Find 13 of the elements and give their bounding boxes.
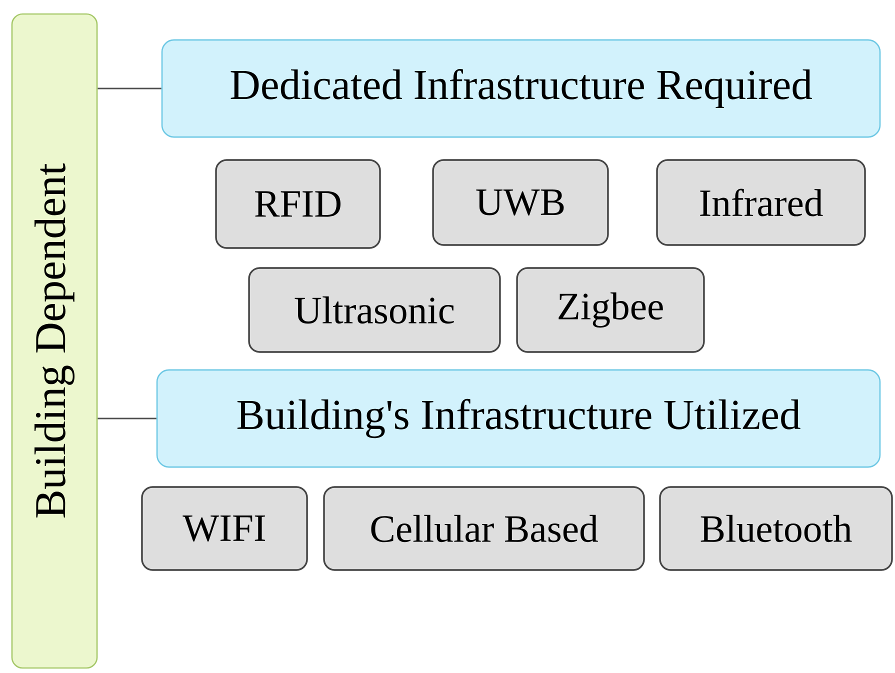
connector-line [98,418,156,420]
technology-box: Bluetooth [659,486,893,571]
connector-line [98,88,162,90]
technology-box: Ultrasonic [248,267,501,353]
technology-box: Zigbee [516,267,705,353]
technology-box: Cellular Based [323,486,645,571]
category-box: Dedicated Infrastructure Required [161,39,881,138]
technology-box: Infrared [656,159,866,246]
technology-box: UWB [432,159,609,246]
process-bar: Building Dependent [11,13,98,669]
technology-box: WIFI [141,486,308,571]
technology-box: RFID [215,159,381,249]
category-box: Building's Infrastructure Utilized [156,369,881,468]
